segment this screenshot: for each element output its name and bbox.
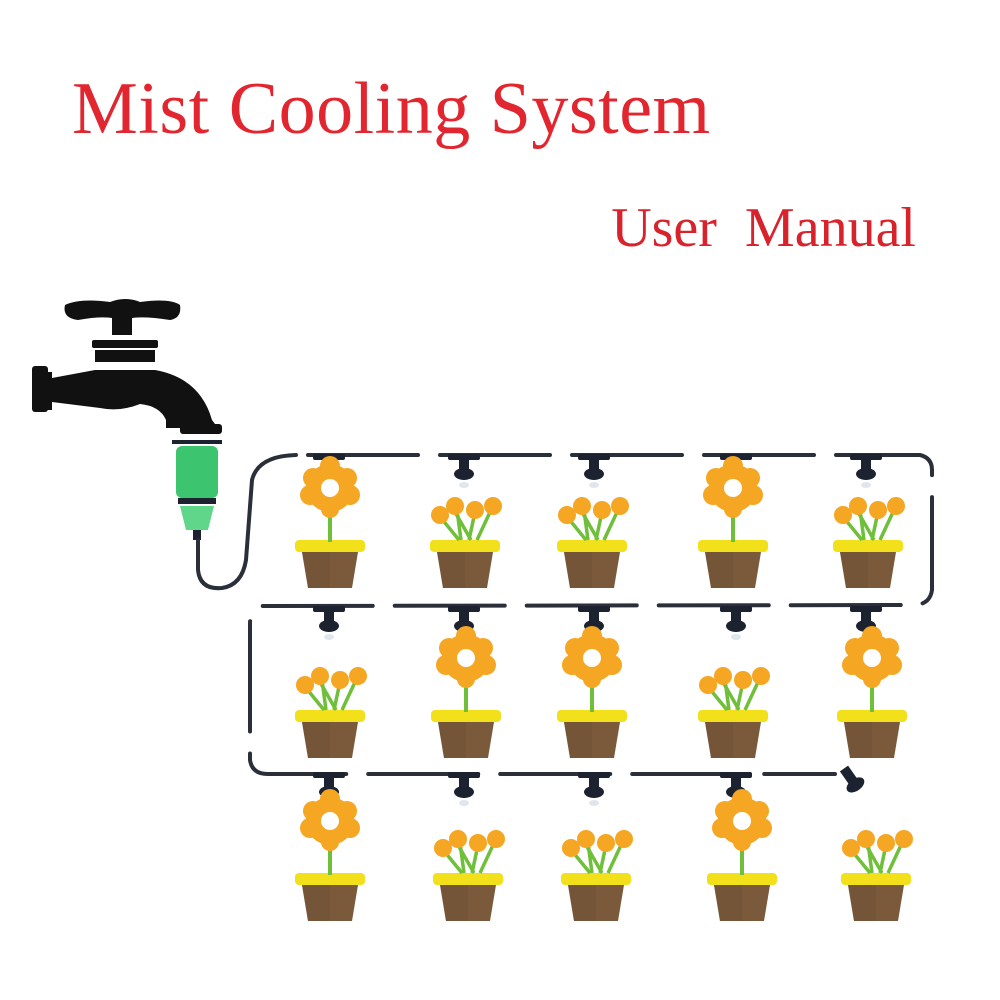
- water-tap-icon: [32, 299, 222, 434]
- quick-connector-icon: [172, 440, 222, 540]
- end-plug-icon: [839, 765, 865, 793]
- page-subtitle: User Manual: [611, 197, 916, 259]
- flower-pot-icon: [294, 456, 915, 921]
- page-title: Mist Cooling System: [72, 68, 711, 150]
- tubing: [196, 453, 934, 776]
